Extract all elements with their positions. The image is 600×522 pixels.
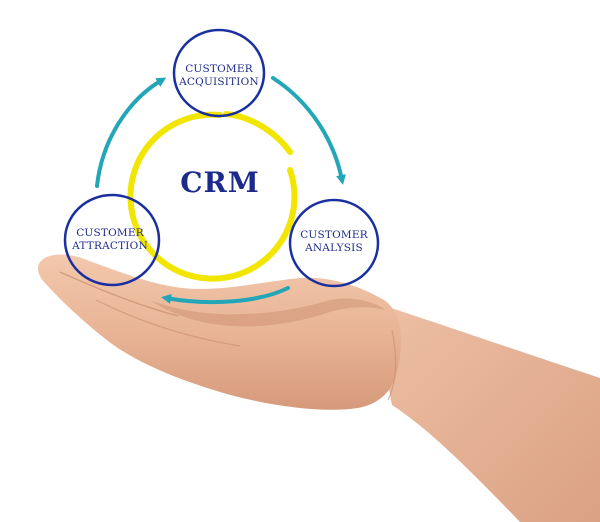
palm — [38, 254, 402, 410]
hand-image — [38, 254, 600, 522]
palm-shadow — [150, 298, 386, 327]
center-label: CRM — [180, 166, 260, 199]
forearm — [372, 302, 600, 522]
center-ring — [127, 111, 298, 282]
node-acquisition-line1: CUSTOMER — [185, 63, 254, 75]
node-attraction-line2: ATTRACTION — [71, 240, 148, 252]
node-attraction-line1: CUSTOMER — [76, 227, 145, 239]
arrow-analysis-to-attraction — [161, 286, 290, 305]
node-analysis-line2: ANALYSIS — [304, 242, 363, 254]
arrow-attraction-to-acquisition — [95, 77, 167, 188]
node-customer-attraction: CUSTOMER ATTRACTION — [63, 193, 161, 287]
node-customer-analysis: CUSTOMER ANALYSIS — [288, 198, 380, 288]
node-analysis-line1: CUSTOMER — [300, 229, 369, 241]
palm-crease — [59, 271, 179, 317]
wrist-line — [387, 329, 397, 401]
node-acquisition-line2: ACQUISITION — [178, 76, 259, 88]
arrow-acquisition-to-analysis — [271, 76, 346, 185]
center-ring-tail — [223, 111, 293, 155]
palm-crease — [95, 299, 241, 347]
node-customer-acquisition: CUSTOMER ACQUISITION — [172, 28, 266, 118]
